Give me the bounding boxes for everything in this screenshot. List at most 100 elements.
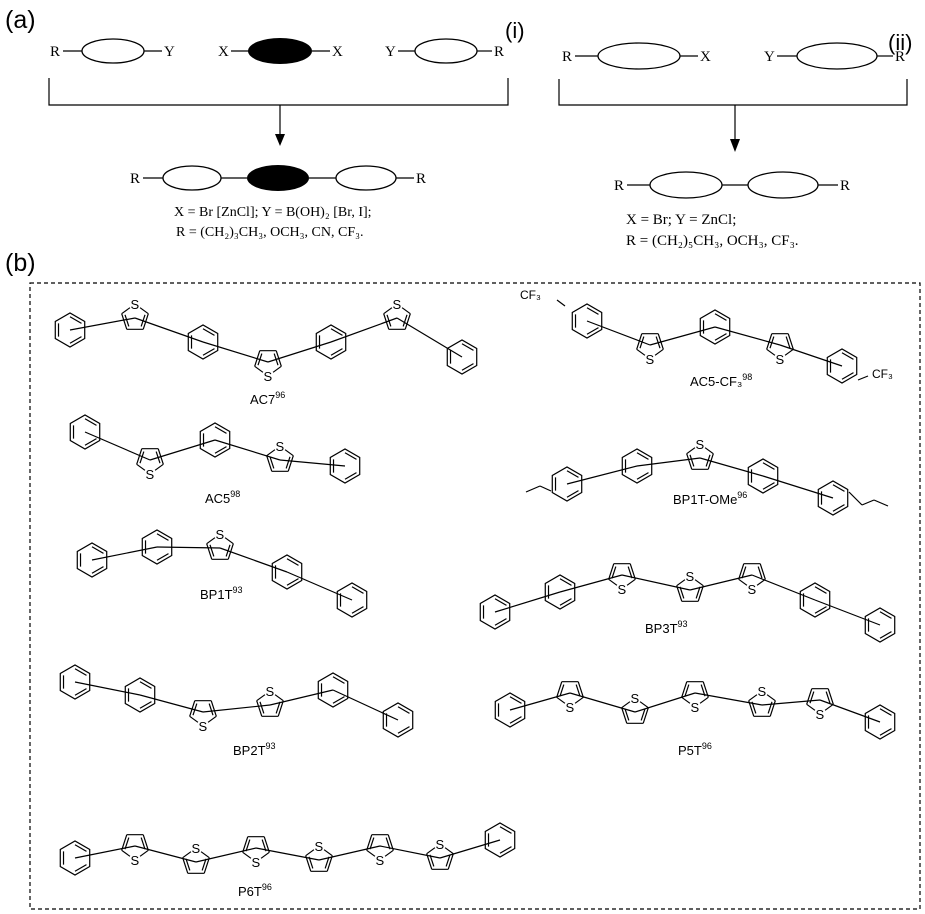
scheme-ii-product-r-right: R bbox=[840, 178, 850, 194]
sulfur-atom: S bbox=[776, 352, 785, 367]
sulfur-atom: S bbox=[264, 369, 273, 384]
benzene-ring bbox=[799, 582, 831, 618]
benzene-ring bbox=[199, 422, 231, 458]
sulfur-atom: S bbox=[436, 837, 445, 852]
thiophene-ring: S bbox=[748, 684, 776, 717]
scheme-ii: (ii) R X Y R R R X = Br; Y = ZnCl; R = (… bbox=[558, 30, 912, 249]
benzene-ring bbox=[446, 339, 478, 375]
substituent-cf3-left: CF₃ bbox=[520, 288, 541, 302]
sulfur-atom: S bbox=[199, 719, 208, 734]
sulfur-atom: S bbox=[566, 700, 575, 715]
benzene-ring bbox=[571, 303, 603, 339]
benzene-ring bbox=[59, 664, 91, 700]
sulfur-atom: S bbox=[618, 582, 627, 597]
molecule-ac5: SS bbox=[69, 414, 361, 484]
molecule-bp1t-ome: S bbox=[525, 437, 889, 516]
sulfur-atom: S bbox=[691, 700, 700, 715]
label-p6t: P6T96 bbox=[238, 882, 272, 899]
benzene-ring bbox=[336, 582, 368, 618]
thiophene-ring: S bbox=[121, 834, 149, 868]
thiophene-ring: S bbox=[189, 700, 217, 734]
thiophene-ring: S bbox=[766, 333, 794, 367]
benzene-ring bbox=[699, 309, 731, 345]
sulfur-atom: S bbox=[646, 352, 655, 367]
sulfur-atom: S bbox=[192, 841, 201, 856]
sulfur-atom: S bbox=[376, 853, 385, 868]
sulfur-atom: S bbox=[131, 853, 140, 868]
scheme-ii-condition-2: R = (CH₂)₅CH₃, OCH₃, CF₃. bbox=[626, 233, 799, 249]
label-bp1t-ome: BP1T-OMe96 bbox=[673, 490, 747, 507]
benzene-ring bbox=[494, 692, 526, 728]
benzene-ring bbox=[317, 672, 349, 708]
scheme-i-x-right: X bbox=[332, 44, 343, 60]
thiophene-ring: S bbox=[608, 563, 636, 597]
benzene-ring bbox=[817, 480, 849, 516]
molecule-ac7: S S S bbox=[54, 297, 478, 384]
thiophene-ring: S bbox=[254, 350, 282, 384]
sulfur-atom: S bbox=[631, 691, 640, 706]
scheme-ii-y: Y bbox=[764, 49, 775, 65]
benzene-ring bbox=[329, 448, 361, 484]
sulfur-atom: S bbox=[696, 437, 705, 452]
sulfur-atom: S bbox=[276, 439, 285, 454]
sulfur-atom: S bbox=[216, 527, 225, 542]
benzene-ring bbox=[551, 466, 583, 502]
scheme-ii-product-r-left: R bbox=[614, 178, 624, 194]
thiophene-ring: S bbox=[426, 837, 454, 870]
benzene-ring bbox=[747, 458, 779, 494]
scheme-i-r-right: R bbox=[494, 44, 504, 60]
sulfur-atom: S bbox=[266, 684, 275, 699]
thiophene-ring: S bbox=[121, 297, 149, 330]
benzene-ring bbox=[826, 348, 858, 384]
scheme-i-y-left: Y bbox=[164, 44, 175, 60]
scheme-ii-r-left: R bbox=[562, 49, 572, 65]
benzene-ring bbox=[864, 607, 896, 643]
scheme-i-y-right: Y bbox=[385, 44, 396, 60]
scheme-i-product-r-right: R bbox=[416, 171, 426, 187]
thiophene-ring: S bbox=[242, 836, 270, 870]
panel-b-label: (b) bbox=[5, 249, 36, 277]
thiophene-ring: S bbox=[366, 834, 394, 868]
label-p5t: P5T96 bbox=[678, 741, 712, 758]
sulfur-atom: S bbox=[686, 569, 695, 584]
sulfur-atom: S bbox=[131, 297, 140, 312]
scheme-ii-label: (ii) bbox=[888, 30, 912, 55]
label-ac5-cf3: AC5-CF₃98 bbox=[690, 372, 752, 389]
benzene-ring bbox=[59, 840, 91, 876]
benzene-ring bbox=[141, 529, 173, 565]
molecule-ac5-cf3: S S CF₃ CF₃ bbox=[520, 288, 893, 384]
substituent-cf3-right: CF₃ bbox=[872, 367, 893, 381]
label-bp2t: BP2T93 bbox=[233, 741, 276, 758]
scheme-i: (i) R Y X X Y R R R X = Br [ZnCl]; Y = B… bbox=[48, 18, 525, 240]
thiophene-ring: S bbox=[636, 333, 664, 367]
benzene-ring bbox=[69, 414, 101, 450]
thiophene-ring: S bbox=[182, 841, 210, 874]
benzene-ring bbox=[864, 704, 896, 740]
filled-ring bbox=[248, 38, 312, 64]
molecule-bp1t: S bbox=[76, 527, 368, 618]
benzene-ring bbox=[479, 594, 511, 630]
label-bp3t: BP3T93 bbox=[645, 619, 688, 636]
sulfur-atom: S bbox=[146, 467, 155, 482]
label-ac7: AC796 bbox=[250, 390, 285, 407]
panel-a-label: (a) bbox=[5, 6, 36, 34]
thiophene-ring: S bbox=[686, 437, 714, 470]
label-ac5: AC598 bbox=[205, 489, 240, 506]
benzene-ring bbox=[621, 448, 653, 484]
thiophene-ring: S bbox=[256, 684, 284, 717]
benzene-ring bbox=[484, 822, 516, 858]
scheme-i-condition-2: R = (CH₂)₃CH₃, OCH₃, CN, CF₃. bbox=[176, 225, 364, 240]
scheme-i-label: (i) bbox=[505, 18, 525, 43]
sulfur-atom: S bbox=[758, 684, 767, 699]
scheme-ii-r-right: R bbox=[895, 49, 905, 65]
benzene-ring bbox=[124, 677, 156, 713]
panel-b-frame bbox=[29, 282, 921, 910]
thiophene-ring: S bbox=[383, 297, 411, 330]
sulfur-atom: S bbox=[393, 297, 402, 312]
scheme-i-condition-1: X = Br [ZnCl]; Y = B(OH)₂ [Br, I]; bbox=[174, 205, 372, 220]
scheme-ii-condition-1: X = Br; Y = ZnCl; bbox=[626, 212, 736, 228]
